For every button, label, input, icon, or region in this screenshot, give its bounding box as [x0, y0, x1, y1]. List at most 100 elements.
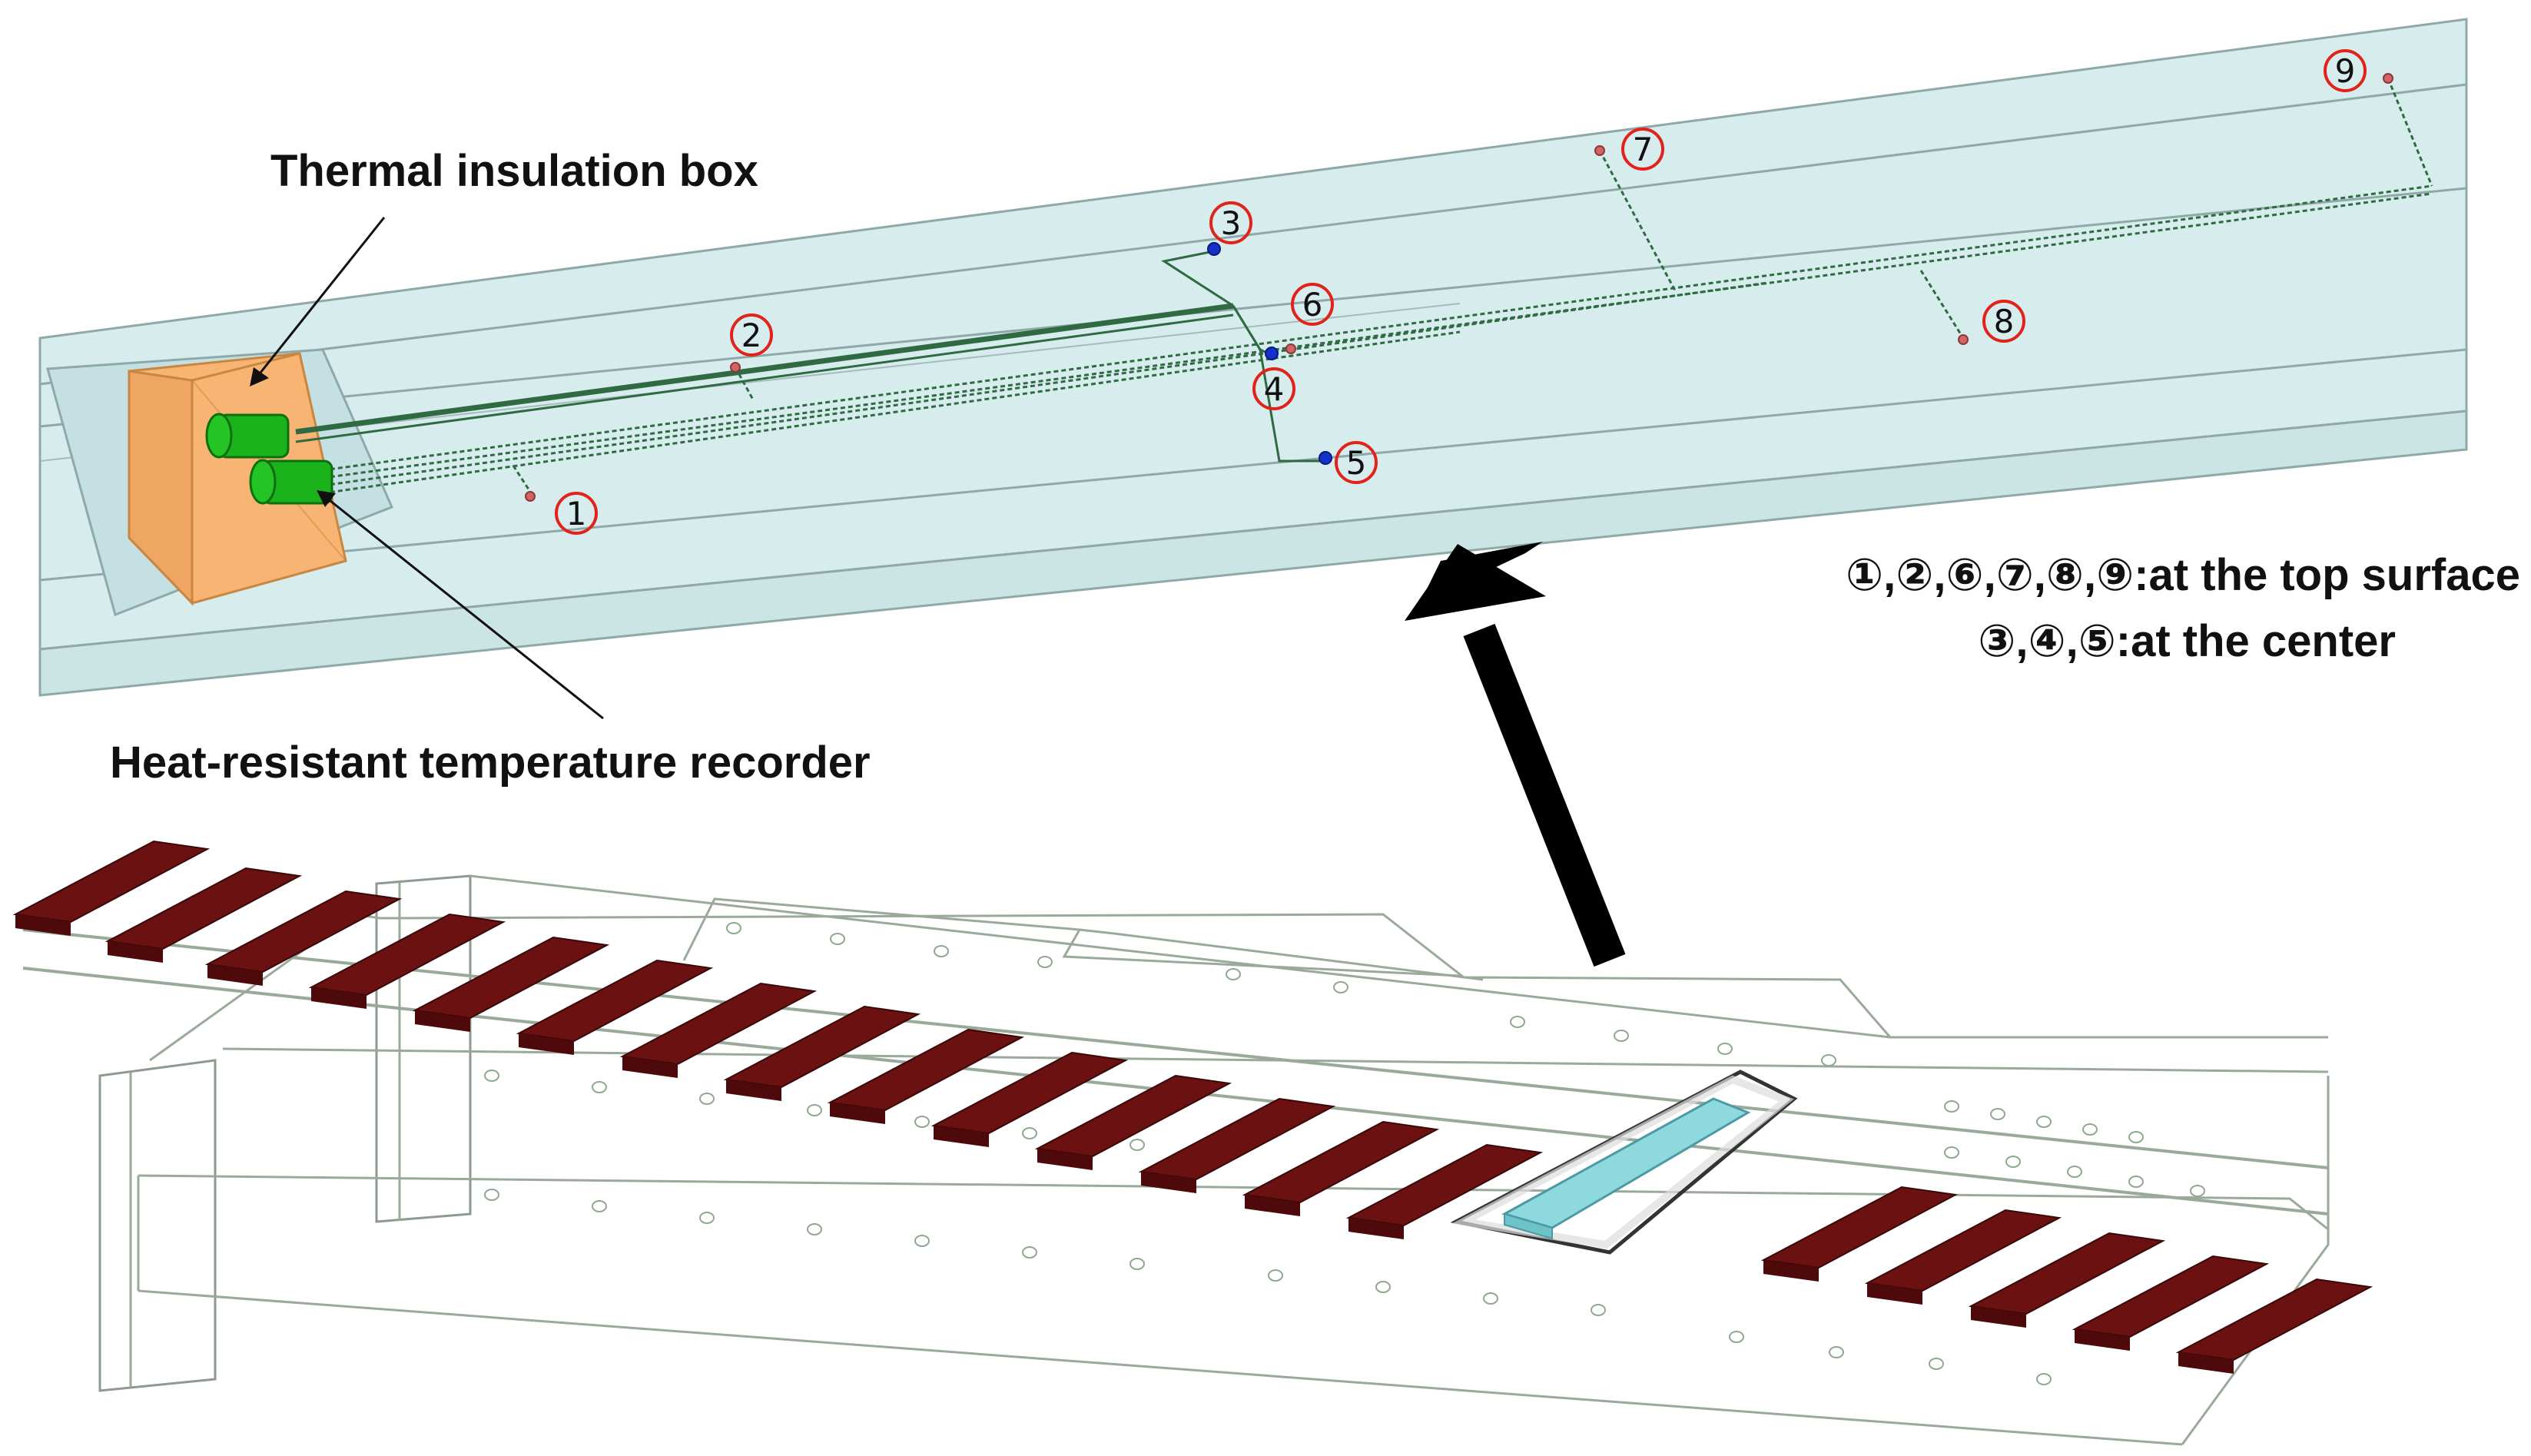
bolt-hole [699, 1212, 715, 1224]
sleeper-side [1867, 1283, 1922, 1305]
point-marker-number: 6 [1302, 286, 1323, 323]
slab-guide-line [39, 187, 2467, 428]
label-thermal-insulation-box: Thermal insulation box [270, 146, 758, 196]
point-marker-number: 8 [1994, 303, 2015, 340]
bolt-hole [1591, 1304, 1606, 1316]
sleeper-side [622, 1056, 678, 1078]
bolt-hole [2128, 1176, 2144, 1188]
bolt-hole [1226, 968, 1241, 980]
point-marker-number: 4 [1264, 370, 1285, 408]
sleeper [1864, 1209, 2062, 1292]
point-marker-6: 6 [1291, 283, 1334, 326]
measurement-point-9 [2383, 73, 2393, 84]
sleeper [516, 959, 714, 1043]
point-marker-9: 9 [2324, 49, 2367, 92]
label-temperature-recorder: Heat-resistant temperature recorder [110, 738, 871, 788]
bolt-hole [807, 1104, 822, 1116]
bolt-hole [1022, 1246, 1037, 1259]
bolt-hole [1483, 1292, 1498, 1305]
sleeper-side [1971, 1306, 2026, 1328]
bolt-hole [1375, 1281, 1391, 1293]
sleeper [308, 913, 506, 997]
sleeper [827, 1028, 1025, 1112]
bolt-hole [1037, 956, 1053, 968]
bolt-hole [1022, 1127, 1037, 1139]
bolt-hole [1510, 1016, 1525, 1028]
point-marker-number: 3 [1221, 204, 1242, 242]
bolt-hole [807, 1223, 822, 1235]
sleeper [1760, 1186, 1959, 1269]
sleeper-side [2178, 1352, 2234, 1374]
bolt-hole [726, 922, 741, 934]
point-marker-number: 2 [741, 317, 762, 354]
sleeper-side [108, 941, 163, 963]
bolt-hole [1990, 1108, 2005, 1120]
annotation-arrow-recorder [317, 490, 604, 720]
measurement-point-8 [1958, 334, 1969, 345]
sleeper-side [1763, 1260, 1819, 1282]
bolt-hole [2067, 1166, 2082, 1178]
measurement-point-2 [730, 362, 741, 373]
legend-line-center: ③,④,⑤:at the center [1978, 616, 2396, 666]
sleeper-side [311, 987, 367, 1009]
point-marker-5: 5 [1335, 441, 1378, 484]
measurement-point-7 [1594, 145, 1605, 156]
sleeper [204, 890, 403, 973]
annotation-arrow-box [250, 217, 386, 386]
point-marker-number: 5 [1346, 444, 1367, 482]
sleeper-side [726, 1080, 781, 1101]
point-marker-ring [1209, 201, 1252, 244]
bolt-hole [1333, 981, 1348, 993]
sleeper [930, 1051, 1129, 1135]
bolt-hole [2005, 1156, 2021, 1168]
sleeper [723, 1005, 921, 1089]
measurement-point-6 [1285, 343, 1296, 354]
point-marker-ring [1335, 441, 1378, 484]
sleeper-side [1141, 1172, 1196, 1193]
bolt-hole [1929, 1358, 1944, 1370]
bolt-hole [699, 1093, 715, 1105]
sleeper [1242, 1120, 1440, 1204]
point-marker-number: 9 [2335, 52, 2356, 90]
slab-guide-line [39, 83, 2467, 386]
bolt-hole [934, 945, 949, 957]
measurement-point-4 [1265, 347, 1279, 360]
bolt-hole [2036, 1373, 2052, 1385]
bolt-hole [830, 933, 845, 945]
bridge-bolt-holes [484, 922, 2205, 1385]
point-marker-3: 3 [1209, 201, 1252, 244]
sleeper-side [2075, 1329, 2130, 1351]
point-marker-2: 2 [730, 313, 773, 357]
thermal-insulation-box [128, 352, 347, 606]
sleeper [12, 840, 211, 924]
sleeper [1968, 1232, 2166, 1315]
bolt-hole [1129, 1258, 1145, 1270]
point-marker-8: 8 [1982, 300, 2025, 343]
sleeper-side [1245, 1195, 1300, 1216]
measurement-point-5 [1319, 451, 1332, 465]
sleeper [1138, 1097, 1336, 1181]
bolt-hole [1717, 1043, 1733, 1055]
sleeper [104, 867, 303, 950]
sleeper-side [1348, 1218, 1404, 1239]
bolt-hole [1729, 1331, 1744, 1343]
bolt-hole [1268, 1269, 1283, 1282]
point-marker-ring [2324, 49, 2367, 92]
bolt-hole [2036, 1116, 2052, 1128]
bolt-hole [592, 1081, 607, 1093]
slab-front-face [38, 410, 2468, 697]
bolt-hole [2082, 1123, 2098, 1136]
measurement-point-dots [525, 73, 2393, 502]
zoom-arrow [1405, 542, 1626, 967]
bolt-hole [1129, 1139, 1145, 1151]
instrumented-slab-highlight [1450, 1070, 1798, 1255]
sleeper [1345, 1143, 1544, 1227]
legend: ①,②,⑥,⑦,⑧,⑨:at the top surface ③,④,⑤:at … [1846, 550, 2520, 666]
point-marker-ring [1252, 367, 1295, 410]
measurement-point-1 [525, 491, 536, 502]
sleeper-side [934, 1126, 989, 1147]
bolt-hole [592, 1200, 607, 1212]
